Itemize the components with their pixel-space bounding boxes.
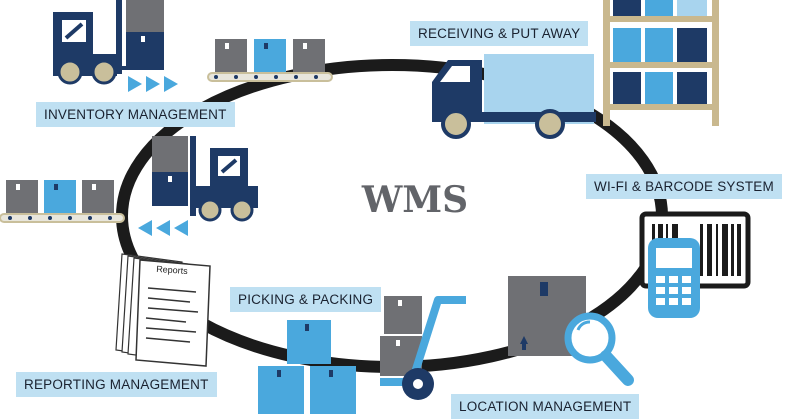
arrow-icon bbox=[138, 220, 188, 236]
box-stack-top-left bbox=[126, 0, 164, 66]
report-document-icon bbox=[115, 253, 211, 367]
forklift-icon bbox=[53, 0, 164, 85]
label-inventory-management: INVENTORY MANAGEMENT bbox=[36, 102, 235, 127]
label-wifi-barcode-system: WI-FI & BARCODE SYSTEM bbox=[586, 174, 782, 199]
barcode-scanner-icon bbox=[639, 211, 751, 318]
label-reporting-management: REPORTING MANAGEMENT bbox=[16, 372, 217, 397]
forklift-icon bbox=[152, 136, 258, 222]
center-title: WMS bbox=[361, 179, 469, 221]
conveyor-icon bbox=[0, 180, 125, 223]
arrow-icon bbox=[128, 76, 178, 92]
shelf-rack-icon bbox=[603, 0, 719, 126]
label-receiving-put-away: RECEIVING & PUT AWAY bbox=[410, 21, 589, 46]
label-location-management: LOCATION MANAGEMENT bbox=[451, 394, 640, 419]
conveyor-icon bbox=[207, 39, 333, 82]
label-picking-packing: PICKING & PACKING bbox=[230, 287, 382, 312]
truck-icon bbox=[432, 54, 596, 139]
hand-truck-icon bbox=[380, 296, 466, 400]
box-stack-picking bbox=[258, 320, 356, 414]
magnifier-icon bbox=[564, 312, 634, 386]
